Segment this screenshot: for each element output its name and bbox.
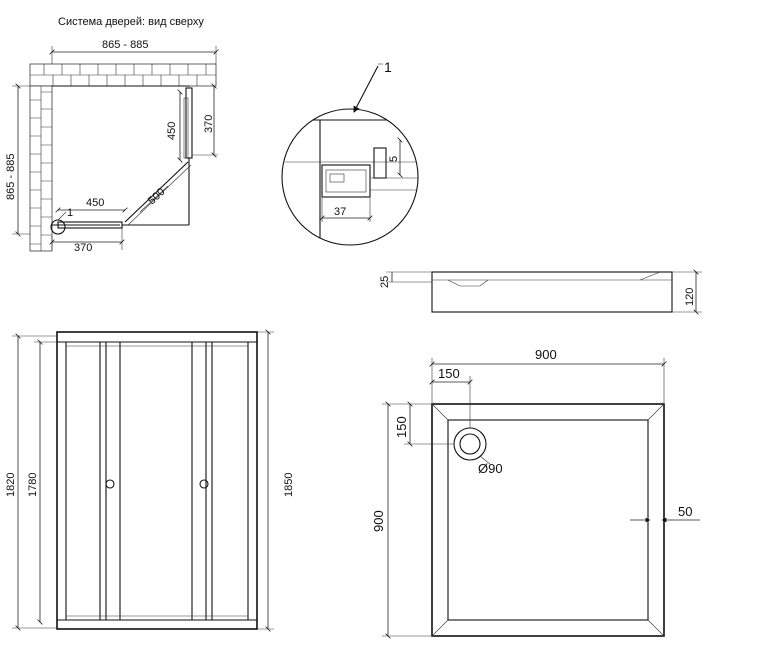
drawing-caption: Система дверей: вид сверху [58, 16, 204, 28]
side-370-label: 370 [203, 115, 215, 133]
tray-top-view: 900 150 900 150 Ø90 50 [371, 347, 700, 639]
tray-depth-label: 900 [371, 510, 386, 532]
drain-inner [459, 433, 481, 455]
front-height-1780-label: 1780 [27, 473, 39, 497]
tray-rim-width-label: 50 [678, 504, 692, 519]
left-door-handle [105, 479, 115, 489]
tray-width-label: 900 [535, 347, 557, 362]
detail-gap-label: 5 [388, 156, 400, 162]
top-view-callout-label: 1 [67, 207, 73, 219]
top-depth-label: 865 - 885 [5, 154, 17, 200]
right-door-handle [199, 479, 209, 489]
drain-x-label: 150 [438, 366, 460, 381]
detail-circle [281, 108, 419, 246]
door-depth-label: 450 [166, 122, 178, 140]
front-height-1850-label: 1850 [283, 473, 295, 497]
left-wall [29, 85, 53, 252]
tray-rim-label: 25 [379, 276, 391, 288]
tray-side-view: 25 120 [379, 269, 702, 315]
top-wall [29, 63, 217, 87]
tray-height-label: 120 [684, 288, 696, 306]
door-width-label: 450 [86, 197, 104, 209]
drain-diameter-label: Ø90 [478, 461, 503, 476]
detail-profile-label: 37 [334, 206, 346, 218]
top-view: 1 865 - 885 865 - 885 450 370 450 500 37… [5, 39, 219, 254]
drain-outer [453, 427, 487, 461]
detail-callout-label: 1 [384, 59, 392, 75]
front-height-1820-label: 1820 [5, 473, 17, 497]
top-width-label: 865 - 885 [102, 39, 148, 51]
front-view: 1820 1780 1850 [5, 329, 295, 632]
bottom-370-label: 370 [74, 242, 92, 254]
drain-y-label: 150 [394, 416, 409, 438]
detail-view: 5 37 1 [281, 59, 419, 246]
